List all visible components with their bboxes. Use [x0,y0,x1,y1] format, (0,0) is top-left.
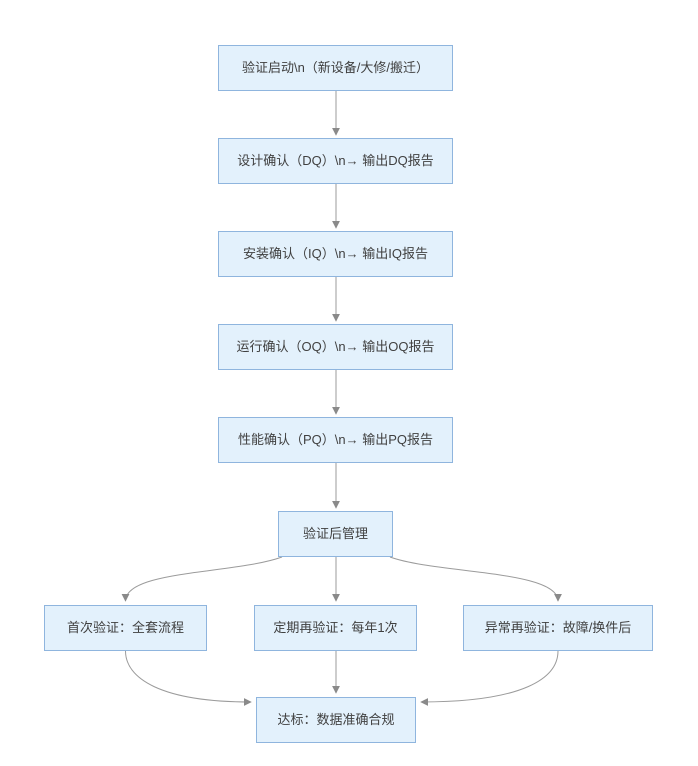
node-design-qualification: 设计确认（DQ）\n→ 输出DQ报告 [218,138,453,184]
node-operational-qualification: 运行确认（OQ）\n→ 输出OQ报告 [218,324,453,370]
edge-abnormal-final [420,650,559,706]
node-performance-qualification: 性能确认（PQ）\n→ 输出PQ报告 [218,417,453,463]
node-installation-qualification: 安装确认（IQ）\n→ 输出IQ报告 [218,231,453,277]
node-abnormal-revalidation: 异常再验证：故障/换件后 [463,605,653,651]
edge-post-abnormal [389,556,562,602]
edge-first-final [125,650,252,706]
node-final-standard: 达标：数据准确合规 [256,697,416,743]
edge-post-first [121,556,283,602]
node-validation-start: 验证启动\n（新设备/大修/搬迁） [218,45,453,91]
node-first-validation: 首次验证：全套流程 [44,605,207,651]
node-periodic-revalidation: 定期再验证：每年1次 [254,605,417,651]
node-post-validation-management: 验证后管理 [278,511,393,557]
